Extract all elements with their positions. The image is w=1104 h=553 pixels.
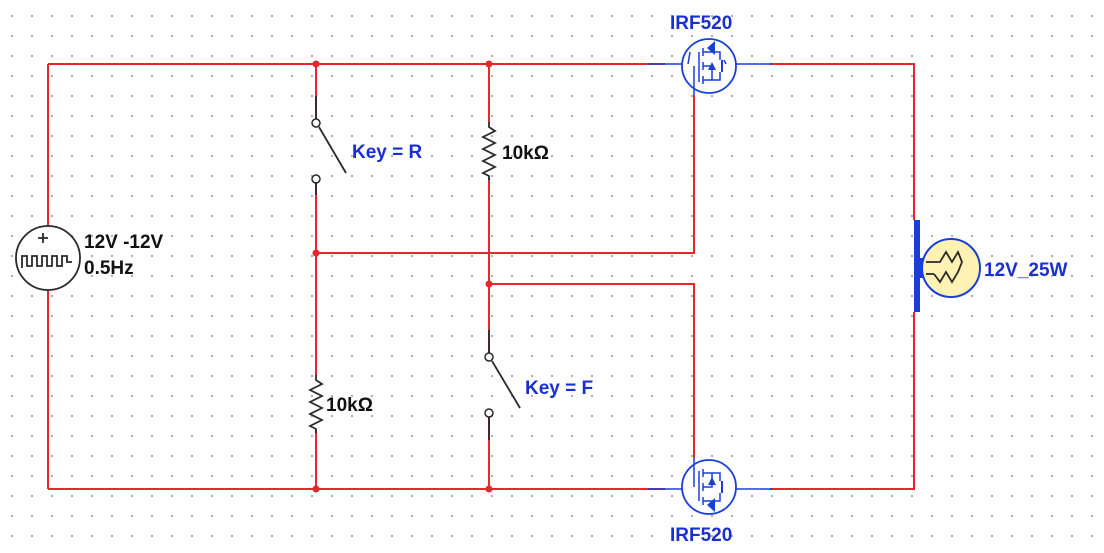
- wire-gate-top: [316, 95, 695, 254]
- nmos-bottom-icon: [648, 458, 772, 515]
- junction-dot: [312, 249, 320, 257]
- junction-dot: [485, 485, 493, 493]
- source-voltage-label: 12V -12V: [84, 232, 164, 253]
- lamp-label: 12V_25W: [984, 260, 1068, 281]
- nmos-top-icon: [648, 38, 772, 95]
- resistor-top-label: 10kΩ: [502, 143, 549, 164]
- junction-dot: [485, 60, 493, 68]
- junctions: [312, 60, 493, 493]
- wires: [47, 63, 915, 490]
- resistor-bottom-label: 10kΩ: [326, 395, 373, 416]
- wire-right-lower: [770, 312, 915, 490]
- switch-f-label: Key = F: [525, 378, 593, 399]
- mosfet-bottom-label: IRF520: [670, 525, 732, 546]
- source-frequency-label: 0.5Hz: [84, 258, 134, 279]
- switch-r-label: Key = R: [352, 142, 423, 163]
- mosfet-top-label: IRF520: [670, 13, 732, 34]
- wire-top-rail-right: [770, 63, 915, 220]
- lamp-icon: [914, 220, 981, 312]
- resistor-top-icon: [480, 122, 498, 180]
- junction-dot: [312, 60, 320, 68]
- switch-f-icon[interactable]: [484, 330, 521, 440]
- switch-r-icon[interactable]: [311, 96, 347, 195]
- junction-dot: [312, 485, 320, 493]
- square-wave-source-icon: [15, 225, 81, 291]
- junction-dot: [485, 280, 493, 288]
- resistor-bottom-icon: [307, 375, 325, 433]
- wire-gate-bottom: [489, 283, 695, 458]
